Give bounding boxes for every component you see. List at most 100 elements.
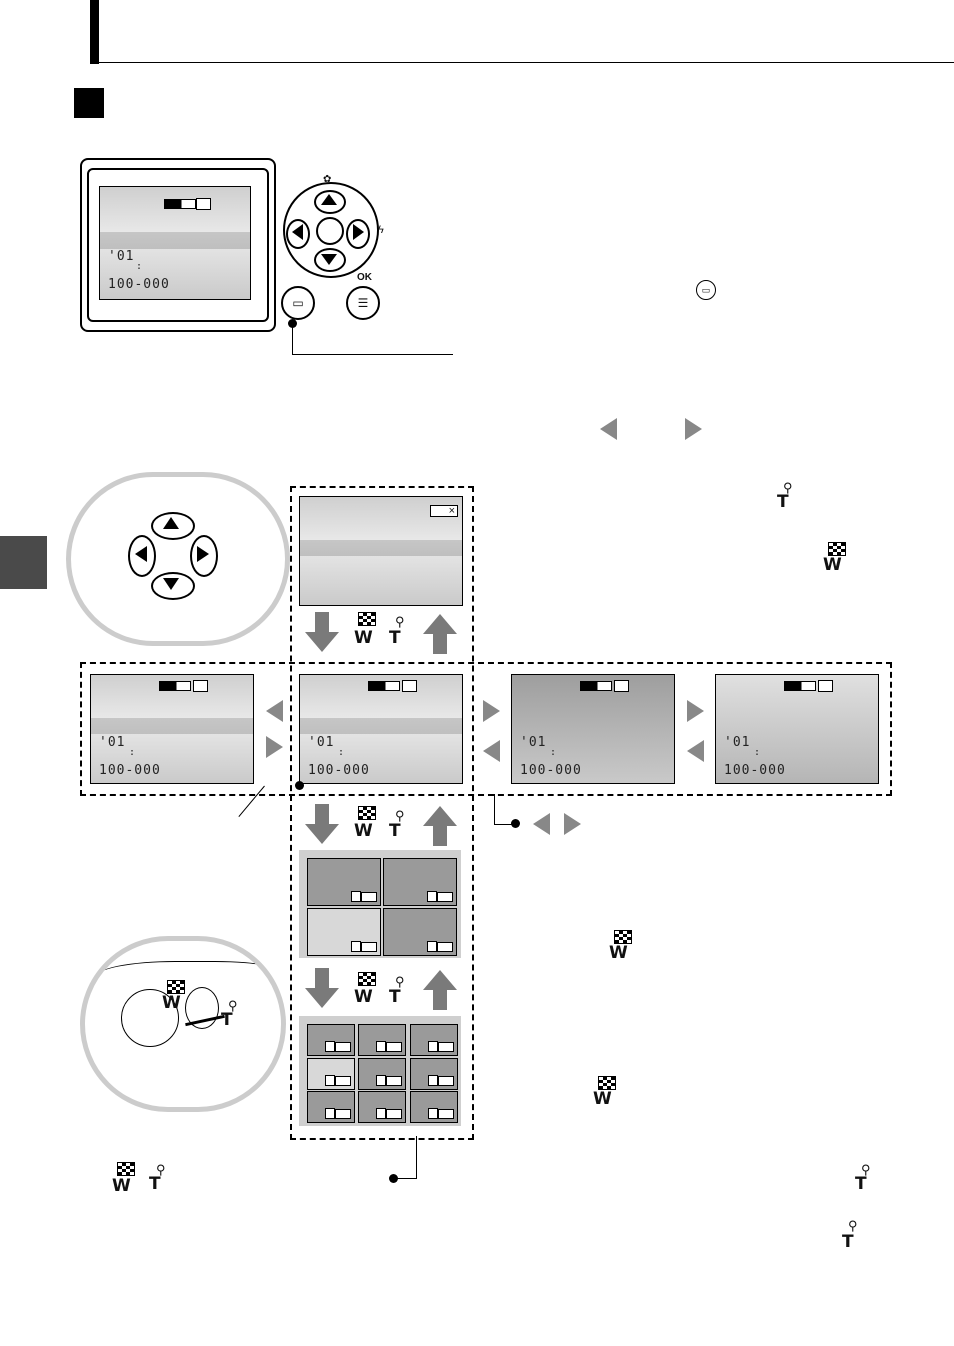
- time-colon: :: [550, 747, 558, 758]
- left-arrow-icon: [292, 224, 303, 240]
- time-colon: :: [754, 747, 762, 758]
- callout-dot: [295, 781, 304, 790]
- frame-number: '01: [108, 249, 135, 264]
- wide-label: W: [823, 555, 842, 575]
- section-marker: [74, 88, 104, 118]
- magnify-icon: ⚲: [395, 808, 405, 823]
- magnify-icon: ⚲: [848, 1218, 858, 1233]
- down-arrow-icon: [305, 968, 339, 1010]
- tele-label: T: [221, 1010, 233, 1030]
- menu-ok-button[interactable]: ☰: [346, 286, 380, 320]
- wide-label: W: [162, 993, 181, 1013]
- index-cell[interactable]: [383, 908, 457, 956]
- down-arrow-icon: [305, 804, 339, 846]
- wide-label: W: [354, 821, 373, 841]
- right-arrow-icon: [353, 224, 364, 240]
- callout-line: [494, 794, 495, 824]
- thumbnail-photo-4: '01 : 100-000: [715, 674, 879, 784]
- tele-label: T: [777, 492, 789, 512]
- wide-label: W: [354, 987, 373, 1007]
- left-arrow-icon: [600, 418, 617, 440]
- right-arrow-icon: [685, 418, 702, 440]
- index-cell[interactable]: [358, 1091, 406, 1123]
- callout-dot: [511, 819, 520, 828]
- tele-label: T: [389, 821, 401, 841]
- magnify-icon: ⚲: [861, 1162, 871, 1177]
- file-number: 100-000: [108, 277, 170, 292]
- center-button[interactable]: [316, 217, 344, 245]
- battery-icon: [159, 681, 191, 691]
- index-cell[interactable]: [410, 1024, 458, 1056]
- callout-line: [394, 1178, 417, 1179]
- right-arrow-icon: [266, 736, 283, 758]
- index-cell[interactable]: [358, 1058, 406, 1090]
- index-icon: [167, 980, 185, 994]
- print-icon: [402, 680, 417, 692]
- index-cell-selected[interactable]: [307, 908, 381, 956]
- index-cell[interactable]: [358, 1024, 406, 1056]
- index-icon: [358, 612, 376, 626]
- file-number: 100-000: [308, 763, 370, 778]
- index-icon: [358, 806, 376, 820]
- index-icon: [117, 1162, 135, 1176]
- down-arrow-icon: [321, 254, 337, 265]
- magnify-icon: ⚲: [395, 614, 405, 629]
- time-colon: :: [129, 747, 137, 758]
- time-colon: :: [136, 261, 144, 272]
- index-icon: [828, 542, 846, 556]
- frame-number: '01: [520, 735, 547, 750]
- left-arrow-icon: [483, 740, 500, 762]
- callout-line: [292, 323, 293, 354]
- thumbnail-photo-1: '01 : 100-000: [90, 674, 254, 784]
- battery-icon: [784, 681, 816, 691]
- thumbnail-photo-2: '01 : 100-000: [299, 674, 463, 784]
- file-number: 100-000: [724, 763, 786, 778]
- battery-icon: [580, 681, 612, 691]
- frame-number: '01: [308, 735, 335, 750]
- file-number: 100-000: [99, 763, 161, 778]
- close-icon[interactable]: ×: [430, 505, 458, 517]
- wide-label: W: [609, 943, 628, 963]
- wide-label: W: [354, 628, 373, 648]
- print-icon: [193, 680, 208, 692]
- chapter-tab: [0, 536, 47, 589]
- flash-icon: ϟ: [378, 224, 384, 236]
- callout-dot: [389, 1174, 398, 1183]
- battery-icon: [368, 681, 400, 691]
- up-arrow-icon: [423, 612, 457, 654]
- down-arrow-icon: [305, 612, 339, 654]
- index-cell[interactable]: [307, 858, 381, 906]
- right-arrow-icon: [564, 813, 581, 835]
- callout-line: [416, 1136, 417, 1178]
- left-arrow-icon: [135, 546, 147, 562]
- index-icon: [598, 1076, 616, 1090]
- index-cell-selected[interactable]: [307, 1058, 355, 1090]
- index-cell[interactable]: [410, 1058, 458, 1090]
- magnify-icon: ⚲: [395, 974, 405, 989]
- tele-label: T: [389, 628, 401, 648]
- magnify-icon: ⚲: [783, 480, 793, 495]
- up-arrow-icon: [163, 517, 179, 529]
- index-cell[interactable]: [383, 858, 457, 906]
- frame-number: '01: [724, 735, 751, 750]
- tele-label: T: [149, 1174, 161, 1194]
- right-arrow-icon: [687, 700, 704, 722]
- arrow-pad-detail: [66, 472, 290, 646]
- index-cell[interactable]: [307, 1091, 355, 1123]
- header-rule: [95, 62, 954, 63]
- header-bar: [90, 0, 99, 64]
- index-icon: [614, 930, 632, 944]
- index-icon: [358, 972, 376, 986]
- ok-label: OK: [357, 272, 372, 283]
- left-arrow-icon: [687, 740, 704, 762]
- index-cell[interactable]: [410, 1091, 458, 1123]
- left-arrow-icon: [266, 700, 283, 722]
- up-arrow-icon: [423, 804, 457, 846]
- time-colon: :: [338, 747, 346, 758]
- index-cell[interactable]: [307, 1024, 355, 1056]
- up-arrow-icon: [321, 194, 337, 205]
- callout-line: [494, 824, 512, 825]
- down-arrow-icon: [163, 578, 179, 590]
- monitor-button[interactable]: ▭: [281, 286, 315, 320]
- tele-label: T: [855, 1174, 867, 1194]
